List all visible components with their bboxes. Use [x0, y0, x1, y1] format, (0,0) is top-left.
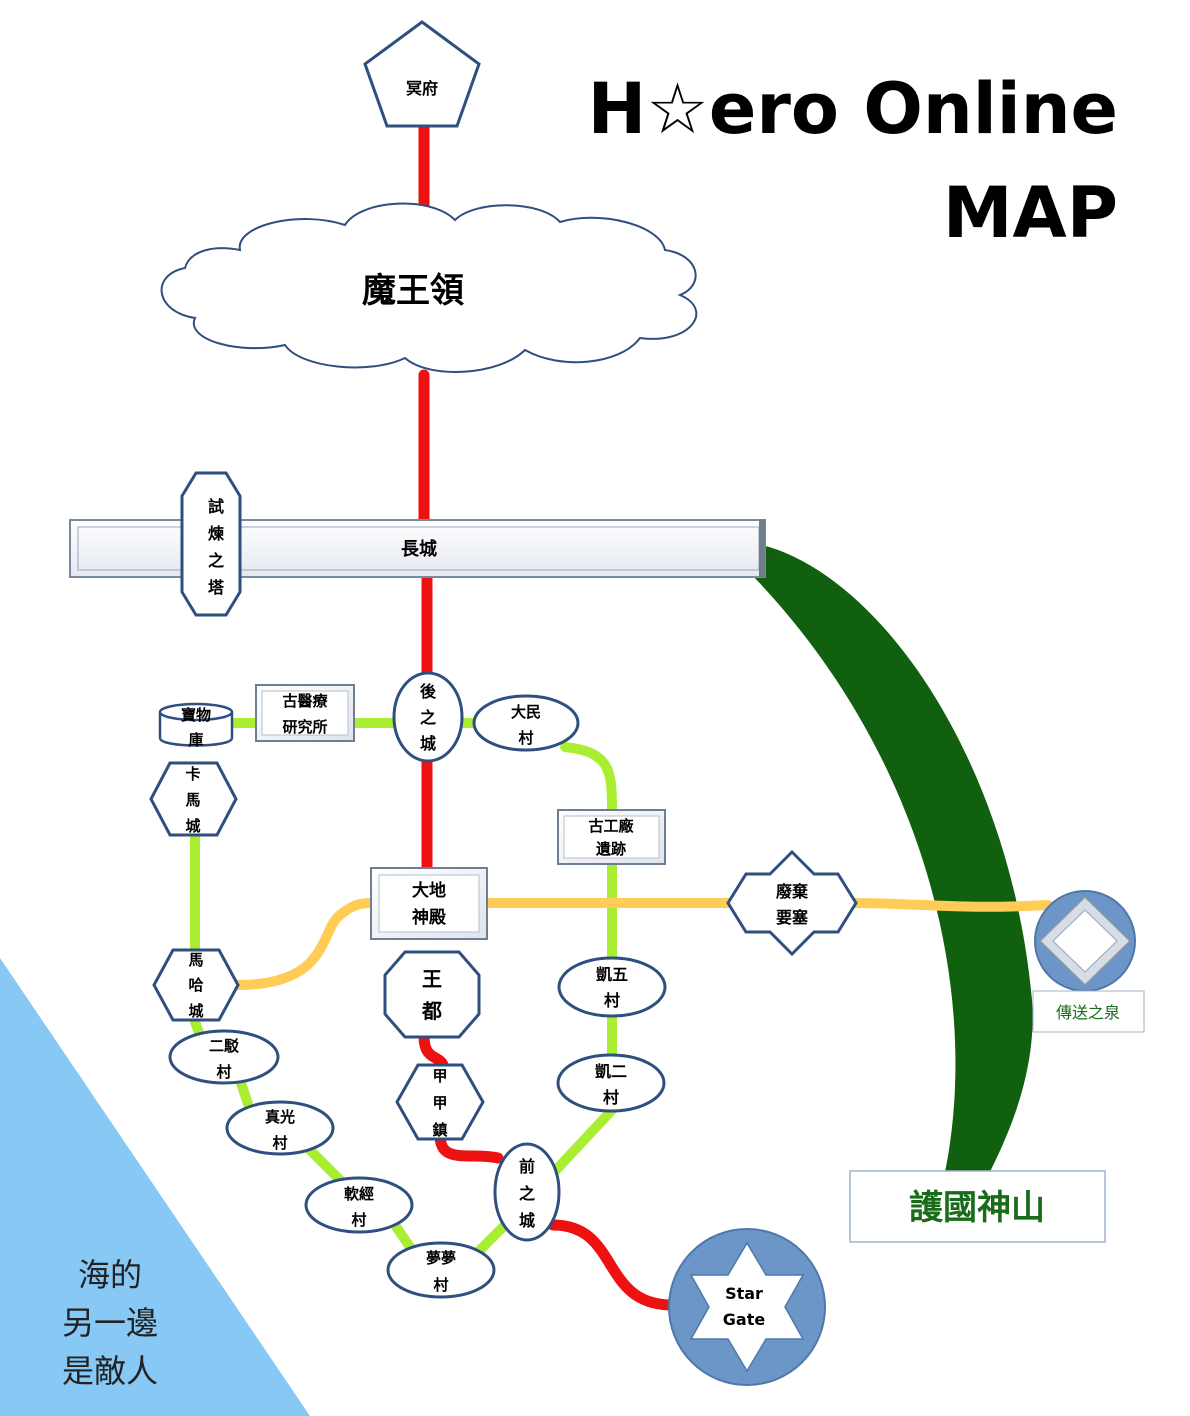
node-medical-lab[interactable]: [255, 684, 355, 742]
label-rear-city-1: 後: [420, 682, 437, 701]
label-kai2-village-1: 凱二: [595, 1062, 627, 1081]
mountain-band: [752, 545, 1033, 1172]
label-erjun-village-1: 二駁: [209, 1037, 240, 1055]
label-ruanjing-village-2: 村: [351, 1211, 366, 1229]
node-factory-ruins[interactable]: [557, 809, 666, 865]
node-earth-temple[interactable]: [370, 867, 488, 940]
label-medical-lab-1: 古醫療: [282, 692, 328, 710]
label-capital-1: 王: [422, 967, 442, 991]
label-guardian-mountain: 護國神山: [909, 1188, 1045, 1228]
label-maha-city-1: 馬: [188, 951, 203, 969]
label-factory-ruins-2: 遺跡: [595, 840, 626, 858]
node-mengmeng-village[interactable]: [386, 1241, 496, 1299]
label-trial-tower-2: 煉: [208, 524, 225, 543]
sea-area: [0, 958, 310, 1416]
node-treasury[interactable]: [158, 702, 234, 747]
label-star-gate-1: Star: [725, 1284, 763, 1303]
label-maha-city-3: 城: [188, 1002, 203, 1020]
teleport-spring-label-box: [1032, 990, 1145, 1033]
label-kai5-village-1: 凱五: [596, 965, 628, 984]
label-sea-3: 是敵人: [62, 1352, 158, 1390]
label-damin-village-2: 村: [518, 729, 533, 747]
map-title-line1: H☆ero Online: [587, 68, 1118, 150]
label-rear-city-2: 之: [420, 708, 436, 727]
label-kama-city-1: 卡: [185, 765, 200, 783]
label-teleport-spring: 傳送之泉: [1056, 1003, 1120, 1022]
node-erjun-village[interactable]: [168, 1029, 280, 1085]
label-demon-domain: 魔王領: [362, 271, 464, 311]
label-great-wall: 長城: [401, 538, 437, 560]
node-front-city[interactable]: [493, 1142, 561, 1242]
node-jiajia-town[interactable]: [395, 1063, 485, 1141]
label-capital-2: 都: [421, 999, 442, 1023]
node-abandoned-fort[interactable]: [726, 849, 858, 957]
guardian-mountain-box[interactable]: [849, 1170, 1106, 1243]
label-zhenguang-village-1: 真光: [265, 1108, 295, 1126]
label-medical-lab-2: 研究所: [282, 718, 327, 736]
node-underworld[interactable]: [363, 20, 481, 128]
node-demon-domain[interactable]: [160, 202, 698, 373]
label-jiajia-town-1: 甲: [432, 1067, 447, 1085]
red-routes: [418, 116, 678, 1311]
label-jiajia-town-3: 鎮: [432, 1121, 447, 1139]
label-underworld: 冥府: [406, 79, 438, 98]
node-star-gate[interactable]: [668, 1228, 826, 1386]
label-trial-tower-3: 之: [208, 551, 224, 570]
label-jiajia-town-2: 甲: [432, 1094, 447, 1112]
node-kai5-village[interactable]: [557, 956, 667, 1018]
label-abandoned-fort-2: 要塞: [776, 908, 809, 927]
label-trial-tower-4: 塔: [208, 578, 225, 597]
map-title-line2: MAP: [942, 172, 1118, 254]
yellow-routes: [233, 898, 1053, 990]
label-earth-temple-1: 大地: [412, 880, 446, 901]
label-earth-temple-2: 神殿: [412, 907, 447, 928]
label-erjun-village-2: 村: [216, 1063, 231, 1081]
label-kama-city-2: 馬: [185, 791, 200, 809]
label-maha-city-2: 哈: [188, 976, 203, 994]
label-front-city-1: 前: [519, 1157, 535, 1176]
label-zhenguang-village-2: 村: [272, 1134, 287, 1152]
label-mengmeng-village-2: 村: [433, 1276, 448, 1294]
node-trial-tower[interactable]: [180, 471, 242, 617]
label-rear-city-3: 城: [420, 734, 436, 753]
label-sea-1: 海的: [78, 1256, 142, 1294]
label-front-city-2: 之: [519, 1184, 535, 1203]
label-kama-city-3: 城: [185, 817, 200, 835]
label-sea-2: 另一邊: [62, 1304, 158, 1342]
label-factory-ruins-1: 古工廠: [588, 817, 634, 835]
label-treasury-2: 庫: [188, 731, 203, 749]
node-capital[interactable]: [383, 950, 481, 1039]
node-ruanjing-village[interactable]: [304, 1176, 414, 1234]
label-kai5-village-2: 村: [604, 991, 620, 1010]
label-mengmeng-village-1: 夢夢: [426, 1249, 456, 1267]
label-kai2-village-2: 村: [603, 1088, 619, 1107]
label-trial-tower-1: 試: [208, 497, 224, 516]
node-kai2-village[interactable]: [556, 1053, 666, 1113]
label-ruanjing-village-1: 軟經: [344, 1185, 374, 1203]
node-teleport-spring[interactable]: [1034, 890, 1136, 992]
green-routes: [190, 718, 617, 1257]
label-front-city-3: 城: [519, 1211, 535, 1230]
node-kama-city[interactable]: [149, 761, 238, 837]
node-rear-city[interactable]: [392, 671, 464, 763]
label-star-gate-2: Gate: [723, 1310, 766, 1329]
label-abandoned-fort-1: 廢棄: [776, 882, 809, 901]
label-treasury-1: 寶物: [181, 706, 211, 724]
node-maha-city[interactable]: [152, 948, 240, 1022]
node-zhenguang-village[interactable]: [225, 1100, 335, 1156]
node-damin-village[interactable]: [472, 694, 580, 752]
label-damin-village-1: 大民: [511, 703, 541, 721]
